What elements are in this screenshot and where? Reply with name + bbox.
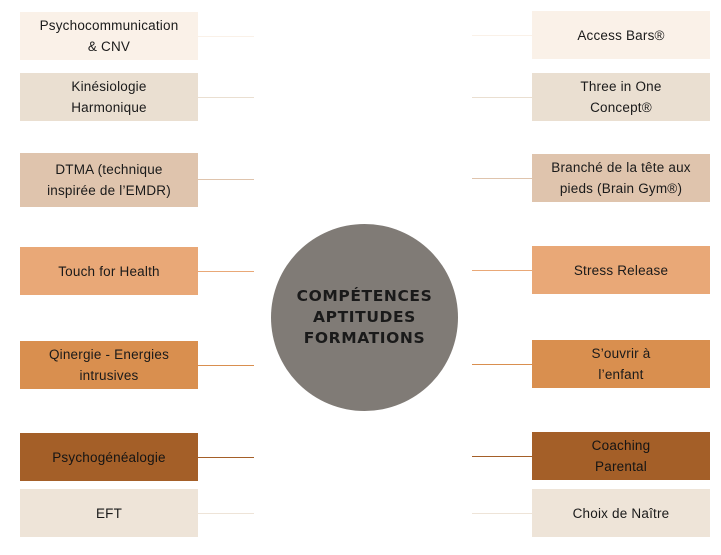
connector-right-6 xyxy=(472,456,532,457)
skill-label: Qinergie - Energies intrusives xyxy=(48,347,170,383)
skill-box-kinesiologie: Kinésiologie Harmonique xyxy=(20,73,198,121)
skill-box-dtma: DTMA (technique inspirée de l’EMDR) xyxy=(20,153,198,207)
skill-label: Choix de Naître xyxy=(572,505,670,521)
skill-label: Three in One Concept® xyxy=(580,79,662,115)
skill-box-souvrir-enfant: S’ouvrir à l’enfant xyxy=(532,340,710,388)
skill-label: Psychogénéalogie xyxy=(52,449,166,465)
skill-box-qinergie: Qinergie - Energies intrusives xyxy=(20,341,198,389)
connector-left-5 xyxy=(198,365,254,366)
skill-label: Touch for Health xyxy=(58,263,160,279)
skill-box-psychocommunication: Psychocommunication & CNV xyxy=(20,12,198,60)
skill-box-brain-gym: Branché de la tête aux pieds (Brain Gym®… xyxy=(532,154,710,202)
skill-label: Psychocommunication & CNV xyxy=(39,18,179,54)
center-hub-title: COMPÉTENCES APTITUDES FORMATIONS xyxy=(297,286,433,349)
skill-label: Stress Release xyxy=(573,262,669,278)
skill-box-eft: EFT xyxy=(20,489,198,537)
hub-line-competences: COMPÉTENCES xyxy=(296,287,433,305)
connector-left-3 xyxy=(198,179,254,180)
skill-label: Access Bars® xyxy=(577,27,665,43)
connector-left-6 xyxy=(198,457,254,458)
connector-left-4 xyxy=(198,271,254,272)
connector-right-5 xyxy=(472,364,532,365)
skill-label: Coaching Parental xyxy=(591,438,651,474)
skill-label: EFT xyxy=(95,505,123,521)
connector-right-2 xyxy=(472,97,532,98)
connector-left-7 xyxy=(198,513,254,514)
connector-right-7 xyxy=(472,513,532,514)
connector-right-4 xyxy=(472,270,532,271)
skill-box-access-bars: Access Bars® xyxy=(532,11,710,59)
connector-left-2 xyxy=(198,97,254,98)
hub-line-aptitudes: APTITUDES xyxy=(313,308,416,326)
skill-box-stress-release: Stress Release xyxy=(532,246,710,294)
connector-right-1 xyxy=(472,35,532,36)
skill-box-coaching-parental: Coaching Parental xyxy=(532,432,710,480)
hub-line-formations: FORMATIONS xyxy=(303,329,426,347)
skill-label: S’ouvrir à l’enfant xyxy=(591,346,651,382)
connector-right-3 xyxy=(472,178,532,179)
skill-label: Kinésiologie Harmonique xyxy=(71,79,147,115)
center-hub-circle: COMPÉTENCES APTITUDES FORMATIONS xyxy=(271,224,458,411)
skill-box-touch-for-health: Touch for Health xyxy=(20,247,198,295)
skill-box-choix-de-naitre: Choix de Naître xyxy=(532,489,710,537)
skill-box-psychogenealogie: Psychogénéalogie xyxy=(20,433,198,481)
skill-label: Branché de la tête aux pieds (Brain Gym®… xyxy=(551,160,691,196)
connector-left-1 xyxy=(198,36,254,37)
skill-label: DTMA (technique inspirée de l’EMDR) xyxy=(47,162,171,198)
skill-box-three-in-one: Three in One Concept® xyxy=(532,73,710,121)
